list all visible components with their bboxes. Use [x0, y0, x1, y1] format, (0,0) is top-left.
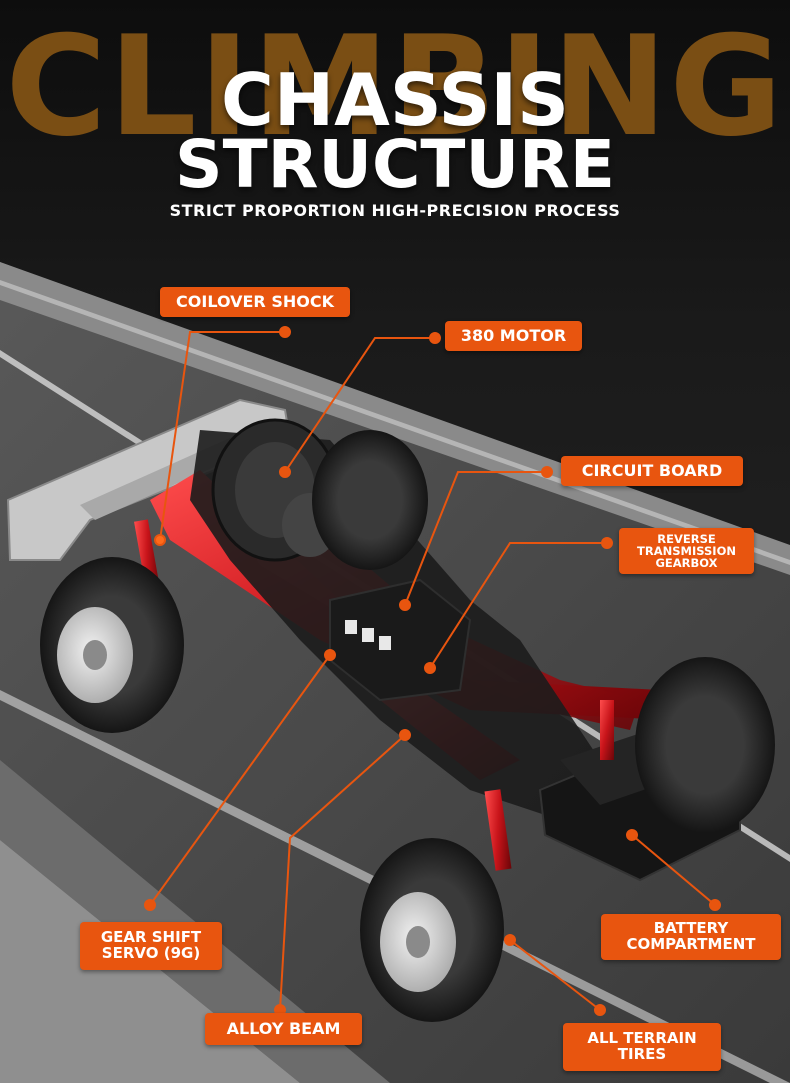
callout-label: TRANSMISSION	[637, 543, 736, 558]
callout-gearbox: REVERSE TRANSMISSION GEARBOX	[619, 528, 754, 574]
callout-label: COILOVER SHOCK	[176, 291, 334, 311]
title-line-1: CHASSIS	[221, 58, 569, 142]
callout-servo: GEAR SHIFT SERVO (9G)	[80, 922, 222, 970]
tire-front-right	[312, 430, 428, 570]
callout-circuit-board: CIRCUIT BOARD	[561, 456, 743, 486]
tire-rear-right	[635, 657, 775, 833]
callout-label: GEAR SHIFT	[100, 928, 202, 947]
subtitle: STRICT PROPORTION HIGH-PRECISION PROCESS	[169, 201, 621, 220]
background-word: CLIMBING	[5, 6, 785, 167]
callout-label: COMPARTMENT	[626, 935, 756, 953]
callout-label: SERVO (9G)	[101, 944, 201, 962]
callout-battery: BATTERY COMPARTMENT	[601, 914, 781, 960]
callout-label: GEARBOX	[655, 556, 718, 571]
callout-alloy-beam: ALLOY BEAM	[205, 1013, 362, 1045]
callout-label: TIRES	[617, 1045, 667, 1063]
callout-label: ALL TERRAIN	[587, 1029, 697, 1048]
tire-rear-left	[360, 838, 504, 1022]
callout-tires: ALL TERRAIN TIRES	[563, 1023, 721, 1071]
callout-label: REVERSE	[657, 531, 716, 546]
callout-lines	[144, 326, 721, 1016]
title-line-2: STRUCTURE	[175, 126, 615, 203]
callout-label: BATTERY	[653, 919, 729, 938]
callout-label: CIRCUIT BOARD	[581, 460, 723, 480]
callout-label: 380 MOTOR	[460, 325, 567, 345]
callout-380-motor: 380 MOTOR	[445, 321, 582, 351]
tire-front-left	[40, 557, 184, 733]
callout-label: ALLOY BEAM	[226, 1018, 341, 1038]
road-curb	[0, 262, 790, 575]
callout-coilover-shock: COILOVER SHOCK	[160, 287, 350, 317]
